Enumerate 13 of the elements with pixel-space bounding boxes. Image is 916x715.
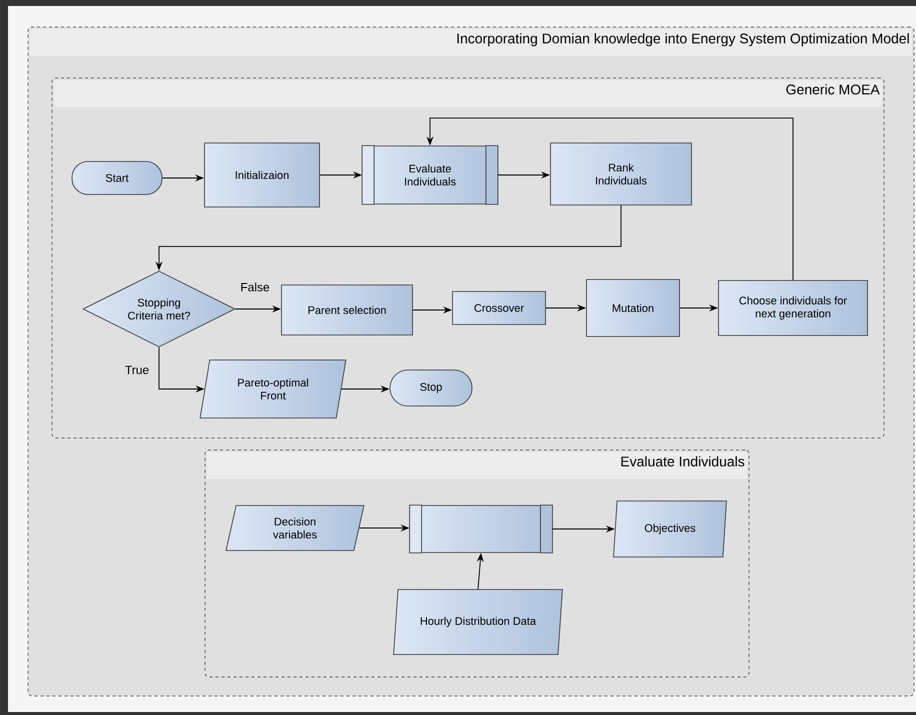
data-parallelogram: Objectives bbox=[613, 500, 727, 558]
process-box: Rank Individuals bbox=[550, 142, 692, 206]
process-box: Crossover bbox=[452, 291, 546, 325]
process-box: Choose individuals for next generation bbox=[718, 280, 868, 336]
process-box: Parent selection bbox=[281, 284, 413, 336]
process-box: Mutation bbox=[586, 279, 680, 337]
subprocess-box bbox=[409, 504, 553, 554]
data-parallelogram: Hourly Distribution Data bbox=[393, 589, 563, 655]
process-box: Initializaion bbox=[204, 142, 320, 208]
data-parallelogram: Decision variables bbox=[226, 505, 364, 551]
data-parallelogram: Pareto-optimal Front bbox=[200, 360, 346, 418]
subprocess-box: Evaluate Individuals bbox=[362, 145, 498, 205]
edge-label: False bbox=[239, 282, 271, 292]
